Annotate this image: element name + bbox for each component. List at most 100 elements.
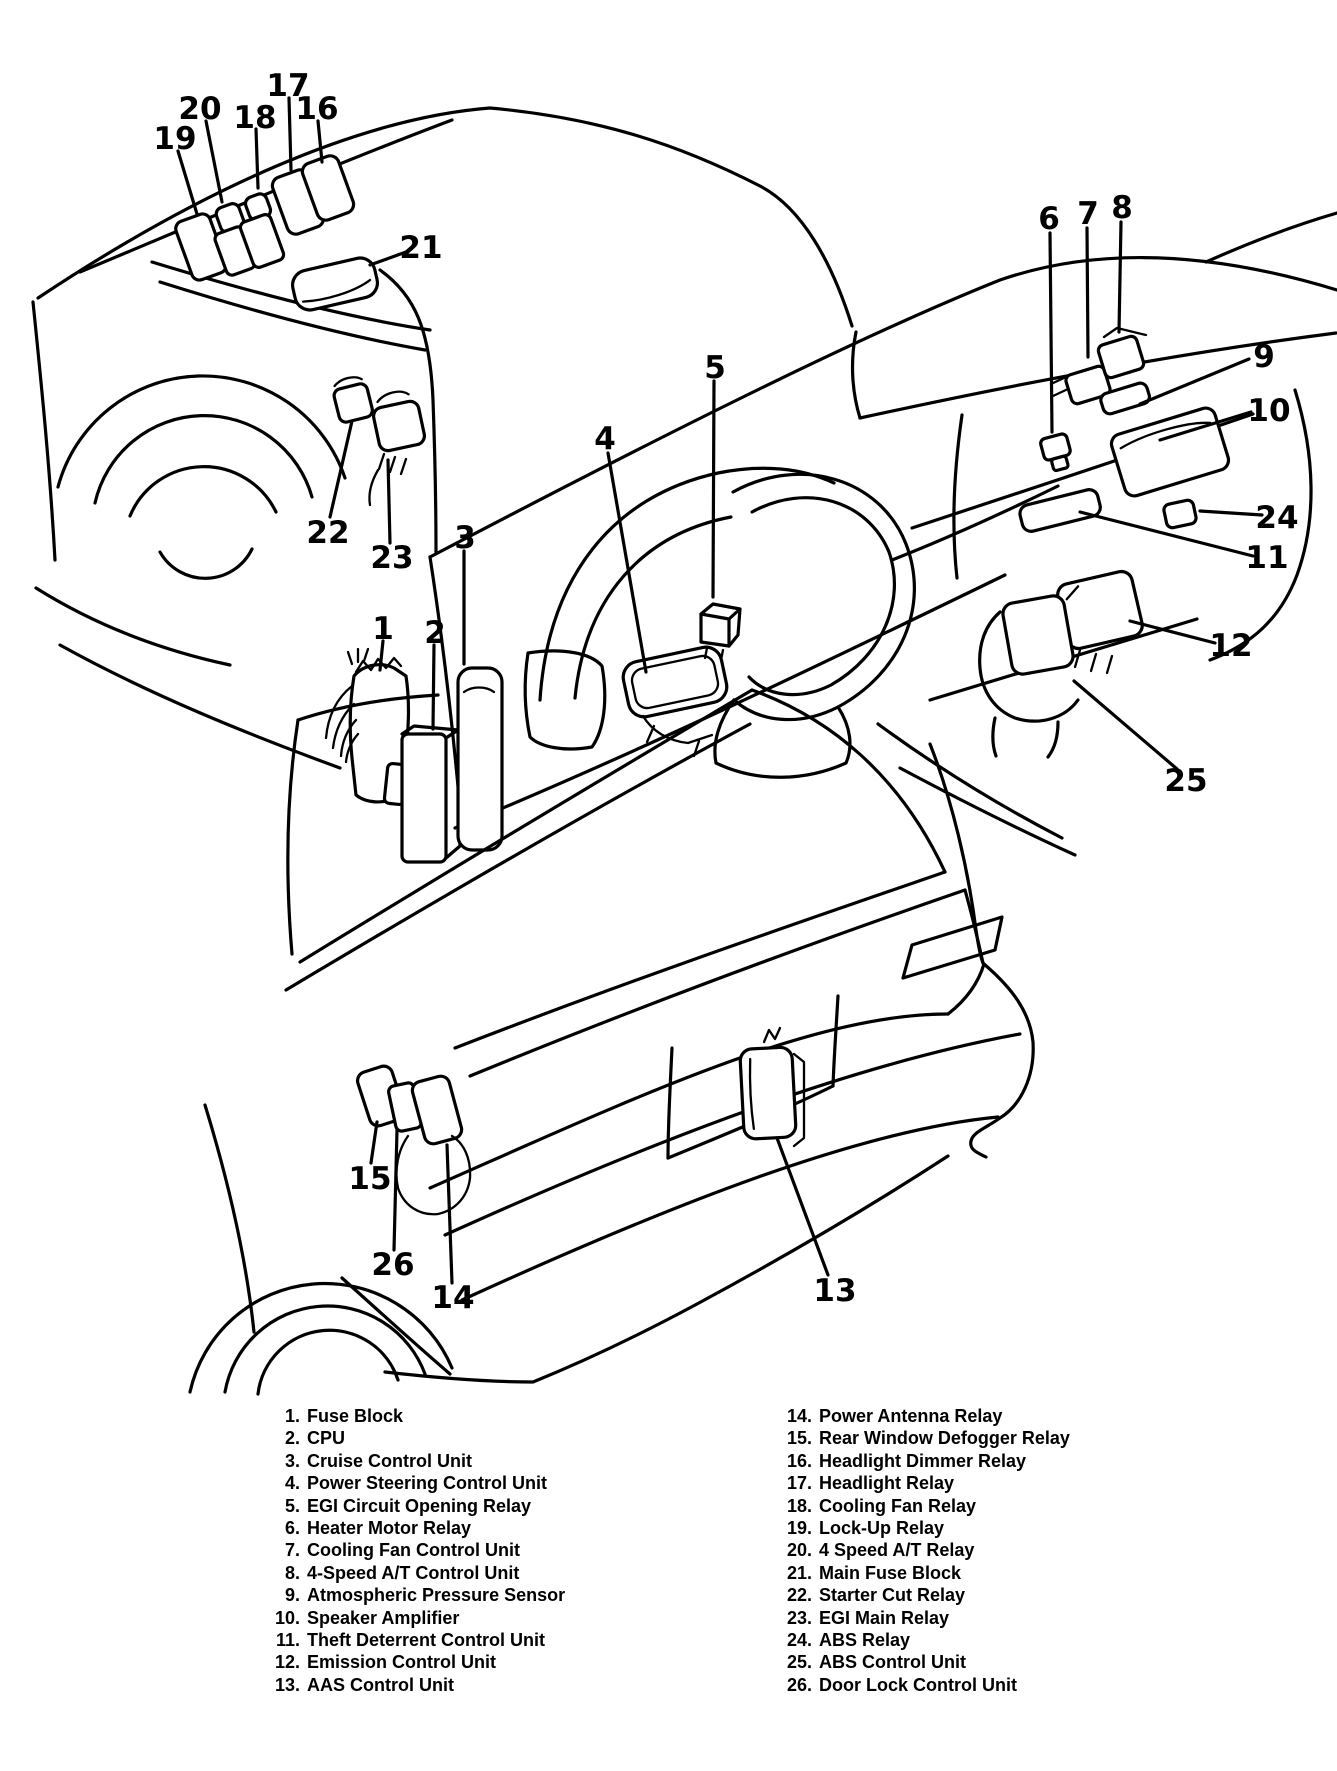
callout-13: 13 — [813, 1273, 856, 1309]
legend-label: ABS Relay — [819, 1630, 911, 1651]
legend-num: 19. — [786, 1518, 812, 1539]
legend-item-18: 18.Cooling Fan Relay — [756, 1495, 1070, 1517]
leader-18 — [254, 127, 260, 190]
component-4-speed-at-control-unit-8 — [1096, 326, 1148, 380]
legend-item-2: 2.CPU — [252, 1427, 565, 1449]
callout-12: 12 — [1209, 628, 1252, 664]
legend-item-21: 21. Main Fuse Block — [756, 1562, 1070, 1584]
leader-13 — [775, 1136, 830, 1277]
component-abs-relay-24 — [1162, 498, 1198, 530]
leader-1 — [378, 639, 385, 672]
legend-label: Power Steering Control Unit — [307, 1473, 548, 1494]
callout-23: 23 — [370, 540, 413, 576]
legend-item-14: 14.Power Antenna Relay — [756, 1405, 1070, 1427]
legend-label: EGI Circuit Opening Relay — [307, 1495, 532, 1516]
component-atmospheric-pressure-sensor-9 — [1099, 381, 1152, 416]
rear-body-outline — [188, 688, 1035, 1396]
legend-item-23: 23. EGI Main Relay — [756, 1607, 1070, 1629]
legend-item-13: 13. AAS Control Unit — [252, 1674, 565, 1696]
legend-num: 3. — [284, 1450, 300, 1471]
legend-num: 12. — [274, 1652, 300, 1673]
component-cruise-control-unit-3 — [456, 666, 504, 852]
legend-num: 2. — [284, 1428, 300, 1449]
legend-num: 8. — [284, 1562, 300, 1583]
leader-15 — [369, 1120, 379, 1165]
legend-num: 13. — [274, 1674, 300, 1695]
legend-label: Speaker Amplifier — [307, 1607, 460, 1628]
callout-11: 11 — [1245, 540, 1288, 576]
legend-label: Emission Control Unit — [307, 1652, 496, 1673]
legend-num: 18. — [786, 1495, 812, 1516]
legend-item-26: 26.Door Lock Control Unit — [756, 1674, 1070, 1696]
leader-5 — [711, 379, 716, 599]
legend-label: Atmospheric Pressure Sensor — [307, 1585, 566, 1606]
legend-label: Starter Cut Relay — [819, 1585, 966, 1606]
leader-25 — [1072, 679, 1179, 771]
legend-num: 26. — [786, 1674, 812, 1695]
legend-label: EGI Main Relay — [819, 1607, 950, 1628]
legend-item-5: 5. EGI Circuit Opening Relay — [252, 1495, 565, 1517]
legend-num: 11. — [275, 1630, 300, 1651]
callout-20: 20 — [178, 91, 221, 127]
leader-21 — [368, 250, 408, 267]
legend-label: Cooling Fan Control Unit — [307, 1540, 520, 1561]
component-theft-deterrent-control-unit-11 — [1018, 488, 1102, 533]
component-power-antenna-relay-14 — [395, 1074, 472, 1216]
leader-6 — [1048, 231, 1054, 434]
callout-2: 2 — [424, 615, 446, 651]
legend-item-10: 10.Speaker Amplifier — [252, 1607, 565, 1629]
component-starter-cut-relay-22 — [332, 376, 374, 424]
component-main-fuse-block-21 — [290, 256, 380, 312]
legend-num: 5. — [284, 1495, 300, 1516]
legend-column-right: 14.Power Antenna Relay 15. Rear Window De… — [756, 1405, 1070, 1696]
callout-5: 5 — [704, 350, 726, 386]
component-egi-circuit-opening-relay-5 — [699, 602, 742, 662]
legend-num: 20. — [786, 1540, 812, 1561]
leader-8 — [1117, 220, 1123, 334]
legend-label: Cruise Control Unit — [307, 1450, 472, 1471]
callout-10: 10 — [1247, 393, 1290, 429]
leader-22 — [328, 419, 354, 519]
legend-label: Rear Window Defogger Relay — [819, 1428, 1070, 1449]
leader-16 — [316, 119, 324, 164]
callout-18: 18 — [233, 100, 276, 136]
legend-label: Headlight Dimmer Relay — [819, 1450, 1027, 1471]
legend-label: 4-Speed A/T Control Unit — [307, 1562, 520, 1583]
component-speaker-amplifier-10 — [1109, 406, 1231, 498]
callout-21: 21 — [399, 230, 442, 266]
leader-11 — [1078, 510, 1255, 558]
callout-24: 24 — [1255, 500, 1298, 536]
legend-item-19: 19.Lock-Up Relay — [756, 1517, 1070, 1539]
legend-item-1: 1.Fuse Block — [252, 1405, 565, 1427]
legend-num: 23. — [786, 1607, 812, 1628]
leader-9 — [1138, 357, 1251, 406]
legend-num: 15. — [786, 1428, 812, 1449]
legend-num: 21. — [786, 1562, 812, 1583]
legend-label: Headlight Relay — [819, 1473, 955, 1494]
leader-12 — [1128, 619, 1217, 645]
leader-23 — [386, 458, 392, 545]
legend-label: Main Fuse Block — [819, 1562, 962, 1583]
legend-num: 1. — [284, 1406, 300, 1426]
legend-item-9: 9.Atmospheric Pressure Sensor — [252, 1584, 565, 1606]
legend-item-17: 17.Headlight Relay — [756, 1472, 1070, 1494]
component-emission-control-unit-12 — [1056, 569, 1144, 675]
callout-8: 8 — [1111, 190, 1133, 226]
legend-num: 4. — [284, 1473, 300, 1494]
leader-26 — [392, 1128, 399, 1252]
callout-25: 25 — [1164, 763, 1207, 799]
legend-item-25: 25.ABS Control Unit — [756, 1651, 1070, 1673]
leader-20 — [204, 119, 224, 204]
legend-item-11: 11.Theft Deterrent Control Unit — [252, 1629, 565, 1651]
legend-label: 4 Speed A/T Relay — [819, 1540, 975, 1561]
callout-19: 19 — [153, 121, 196, 157]
component-cooling-fan-relay-18 — [238, 192, 286, 269]
leader-10 — [1158, 410, 1253, 442]
legend-label: Heater Motor Relay — [307, 1518, 472, 1539]
legend-item-6: 6.Heater Motor Relay — [252, 1517, 565, 1539]
legend-label: AAS Control Unit — [307, 1674, 454, 1695]
leader-4 — [606, 451, 648, 674]
component-abs-control-unit-25 — [1001, 594, 1075, 676]
component-egi-main-relay-23 — [368, 390, 426, 507]
